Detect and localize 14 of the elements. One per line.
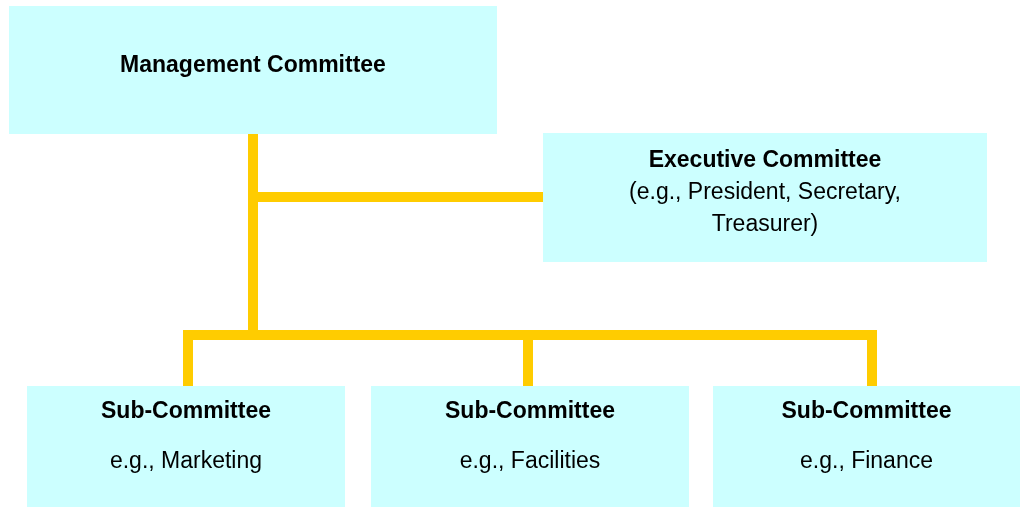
box-description: e.g., Finance <box>800 446 933 475</box>
committee-box <box>543 133 987 262</box>
committee-box <box>27 386 345 507</box>
box-heading: Sub-Committee <box>781 396 952 425</box>
committee-box <box>371 386 689 507</box>
box-description: e.g., Marketing <box>109 446 263 475</box>
box-heading: Executive Committee <box>648 145 882 174</box>
box-description: e.g., Facilities <box>459 446 601 475</box>
box-heading: Sub-Committee <box>445 396 615 425</box>
box-description: (e.g., President, Secretary, Treasurer) <box>628 177 902 238</box>
box-heading: Management Committee <box>120 50 386 79</box>
box-heading: Sub-Committee <box>101 396 271 425</box>
committee-box <box>713 386 1020 507</box>
committee-box <box>9 6 497 134</box>
